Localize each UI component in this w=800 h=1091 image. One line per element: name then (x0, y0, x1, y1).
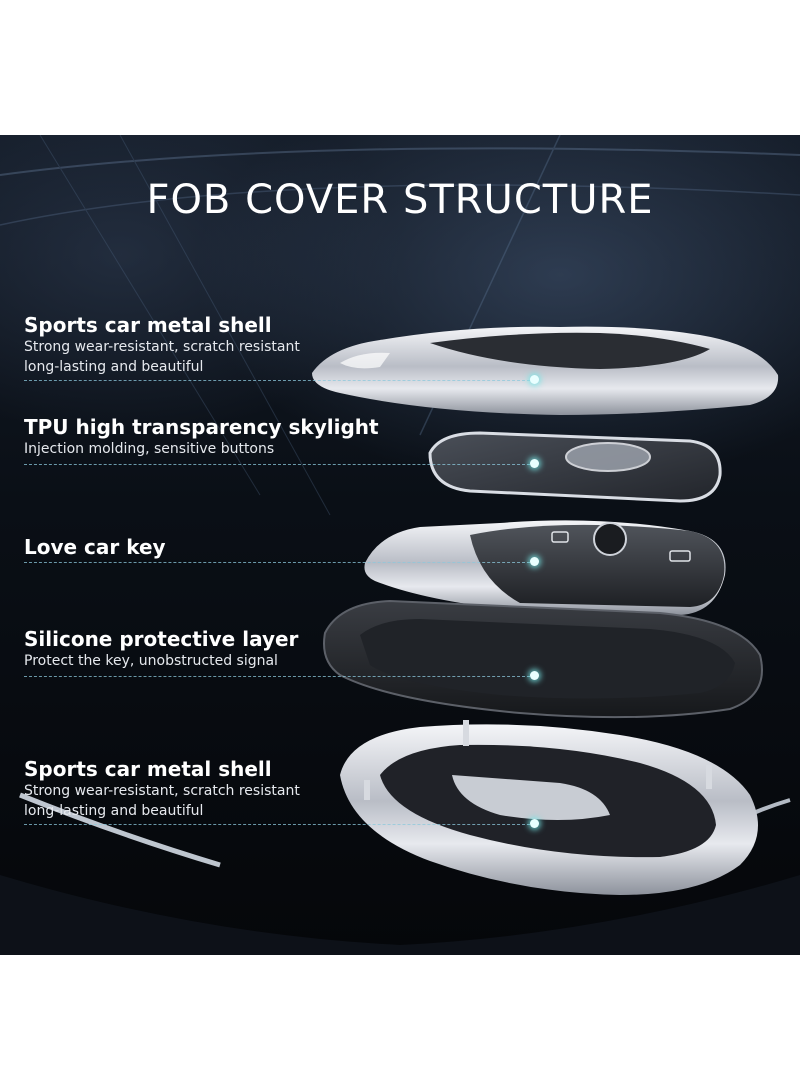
layer-description: Protect the key, unobstructed signal (24, 653, 278, 669)
layer-name: TPU high transparency skylight (24, 415, 379, 439)
callout-dot (530, 459, 539, 468)
layer-description: Injection molding, sensitive buttons (24, 441, 275, 457)
page-title: FOB COVER STRUCTURE (146, 177, 654, 223)
layer-description: Strong wear-resistant, scratch resistant (24, 783, 300, 799)
callout-line (24, 824, 530, 825)
top-metal-shell (312, 326, 779, 415)
callout-dot (530, 557, 539, 566)
layer-label-bottom-metal-shell: Sports car metal shell Strong wear-resis… (24, 757, 300, 821)
silicone-layer (323, 599, 763, 719)
tpu-skylight (428, 431, 722, 503)
layer-description: long-lasting and beautiful (24, 359, 204, 375)
layer-label-top-metal-shell: Sports car metal shell Strong wear-resis… (24, 313, 300, 377)
callout-line (24, 464, 530, 465)
callout-dot (530, 375, 539, 384)
exploded-fob-illustration (0, 135, 800, 955)
layer-label-car-key: Love car key (24, 535, 166, 559)
callout-dot (530, 671, 539, 680)
layer-label-silicone-layer: Silicone protective layer Protect the ke… (24, 627, 298, 671)
layer-name: Sports car metal shell (24, 757, 272, 781)
background-light-streaks (0, 135, 800, 516)
product-banner: FOB COVER STRUCTURE Sports car metal she… (0, 135, 800, 955)
bottom-metal-shell (340, 720, 758, 895)
layer-name: Sports car metal shell (24, 313, 272, 337)
callout-line (24, 676, 530, 677)
layer-label-tpu-skylight: TPU high transparency skylight Injection… (24, 415, 379, 459)
layer-name: Love car key (24, 535, 166, 559)
layer-name: Silicone protective layer (24, 627, 299, 651)
callout-dot (530, 819, 539, 828)
car-key (364, 520, 726, 615)
callout-line (24, 562, 530, 563)
layer-description: long-lasting and beautiful (24, 803, 204, 819)
callout-line (24, 380, 530, 381)
layer-description: Strong wear-resistant, scratch resistant (24, 339, 300, 355)
